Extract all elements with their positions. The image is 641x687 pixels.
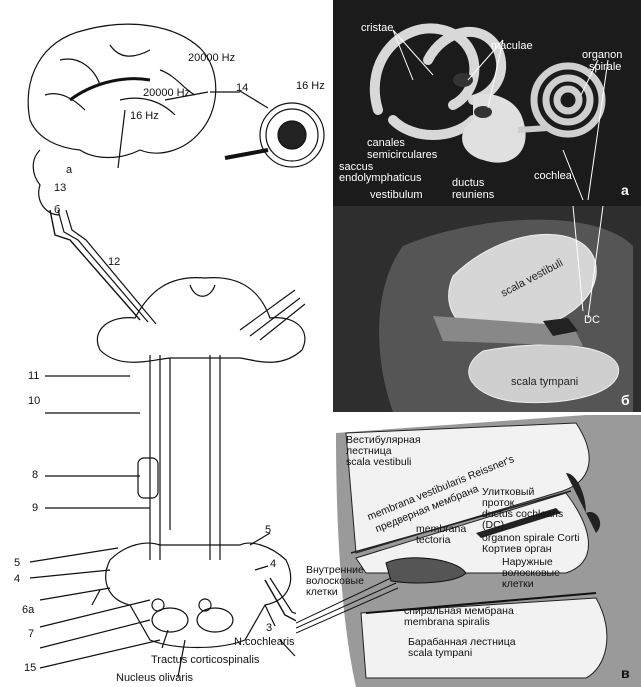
canales-label: canales [367,137,405,149]
maculae-label: maculae [491,40,533,52]
endolymphaticus-label: endolymphaticus [339,172,422,184]
saccus-label: saccus [339,161,374,173]
panel-a-inner-ear: cristae maculae organon spirale canales … [333,0,641,206]
spiral-lat: membrana spiralis [404,616,490,628]
label-10: 10 [28,395,41,407]
label-3: 3 [266,622,273,634]
inner-cells-1: Внутренние [306,564,364,576]
ncochlearis-label: N.cochlearis [234,636,295,648]
olive-label: Nucleus olivaris [116,672,194,684]
medulla-outline [105,542,292,649]
dc-abbr: (DC) [482,519,505,531]
dc-ru-2: проток [482,497,515,509]
inner-cells-3: клетки [306,586,338,598]
panel-b-letter: б [621,392,630,408]
tectoria-1: membrana [416,523,467,535]
vest-lat: scala vestibuli [346,456,412,468]
reuniens-label: reuniens [452,189,495,201]
label-9: 9 [32,502,39,514]
tractus-label: Tractus corticospinalis [151,654,260,666]
dc-ru-1: Улитковый [482,486,535,498]
panel-c-organ-of-corti: Вестибулярная лестница scala vestibuli m… [296,413,641,687]
corti-lat: organon spirale Corti [482,532,580,544]
label-5-left: 5 [14,557,21,569]
scala-tympani-label: scala tympani [511,376,579,388]
label-11: 11 [28,370,40,382]
label-6a: 6а [22,604,35,616]
cochlea-spiral [259,102,325,168]
organon-label: organon [582,49,623,61]
inner-ear-illustration [369,23,609,201]
tectoria-2: tectoria [416,534,451,546]
label-7: 7 [28,628,35,640]
label-4-left: 4 [14,573,21,585]
freq-label-16-right: 16 Hz [296,80,325,92]
spirale-label: spirale [589,61,622,73]
label-15: 15 [24,662,37,674]
panel-c-letter: в [621,665,630,681]
corti-ru: Кортиев орган [482,543,552,555]
auditory-pathway-drawing [27,23,333,678]
outer-cells-3: клетки [502,578,534,590]
outer-cells-1: Наружные [502,556,553,568]
panel-a-letter: а [621,182,629,198]
freq-label-16-left: 16 Hz [130,110,159,122]
cochlea-label: cochlea [534,170,572,182]
inner-cells-2: волосковые [306,575,364,587]
freq-label-20000-mid: 20000 Hz [143,87,191,99]
outer-cells-2: волосковые [502,567,560,579]
label-4-right: 4 [270,558,277,570]
semicirculares-label: semicirculares [367,149,438,161]
midbrain-outline [96,277,306,363]
spiral-ru: спиральная мембрана [404,605,514,617]
cochlea-section-illustration [379,206,633,412]
label-12: 12 [108,256,121,268]
label-a: а [66,164,73,176]
vestibulum-label: vestibulum [370,189,423,201]
tympani-lat: scala tympani [408,647,473,659]
label-8: 8 [32,469,39,481]
ductus-label: ductus [452,177,485,189]
cristae-label: cristae [361,22,394,34]
tympani-ru: Барабанная лестница [408,636,516,648]
dc-lat: ductus cochlearis [482,508,564,520]
label-13: 13 [54,182,67,194]
freq-label-20000-top: 20000 Hz [188,52,236,64]
organ-of-corti-illustration [296,415,641,687]
vest-ru-2: лестница [346,445,392,457]
label-5-right: 5 [265,524,272,536]
label-b: б [54,204,61,216]
panel-b-cochlea-section: scala vestibuli DC scala tympani б [333,206,641,412]
vest-ru-1: Вестибулярная [346,434,421,446]
label-14: 14 [236,82,249,94]
brain-outline [27,23,217,159]
dc-label: DC [584,314,600,326]
